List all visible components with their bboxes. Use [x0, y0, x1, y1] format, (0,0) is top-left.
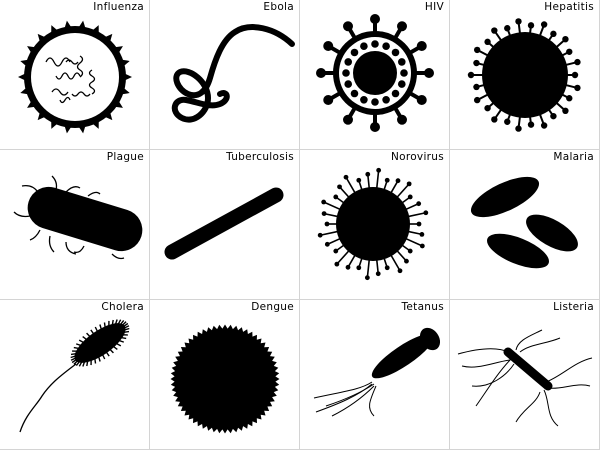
cell-ebola: Ebola — [150, 0, 300, 150]
label-hepatitis: Hepatitis — [544, 1, 594, 13]
listeria-bacterium-icon — [457, 329, 593, 427]
label-dengue: Dengue — [251, 301, 294, 313]
cell-dengue: Dengue — [150, 300, 300, 450]
tetanus-bacterium-icon — [313, 327, 441, 417]
label-influenza: Influenza — [93, 1, 144, 13]
cell-tuberculosis: Tuberculosis — [150, 150, 300, 300]
label-tetanus: Tetanus — [401, 301, 444, 313]
label-plague: Plague — [106, 151, 144, 163]
label-malaria: Malaria — [553, 151, 594, 163]
hiv-virus-icon — [316, 14, 434, 132]
cell-hepatitis: Hepatitis — [450, 0, 600, 150]
label-ebola: Ebola — [263, 1, 294, 13]
ebola-virus-icon — [171, 24, 295, 123]
cell-influenza: Influenza — [0, 0, 150, 150]
cell-hiv: HIV — [300, 0, 450, 150]
label-norovirus: Norovirus — [390, 151, 444, 163]
label-tuberculosis: Tuberculosis — [226, 151, 294, 163]
dengue-virus-icon — [170, 324, 280, 434]
cell-cholera: Cholera — [0, 300, 150, 450]
cell-malaria: Malaria — [450, 150, 600, 300]
tuberculosis-bacterium-icon — [164, 187, 284, 260]
cholera-bacterium-icon — [19, 319, 130, 433]
cell-listeria: Listeria — [450, 300, 600, 450]
cell-plague: Plague — [0, 150, 150, 300]
hepatitis-virus-icon — [467, 18, 581, 132]
label-listeria: Listeria — [553, 301, 594, 313]
cell-norovirus: Norovirus — [300, 150, 450, 300]
norovirus-icon — [317, 167, 429, 281]
cell-tetanus: Tetanus — [300, 300, 450, 450]
plague-bacterium-icon — [13, 175, 143, 260]
label-hiv: HIV — [424, 1, 444, 13]
malaria-parasite-icon — [470, 176, 578, 269]
influenza-virus-icon — [18, 20, 132, 134]
label-cholera: Cholera — [101, 301, 144, 313]
